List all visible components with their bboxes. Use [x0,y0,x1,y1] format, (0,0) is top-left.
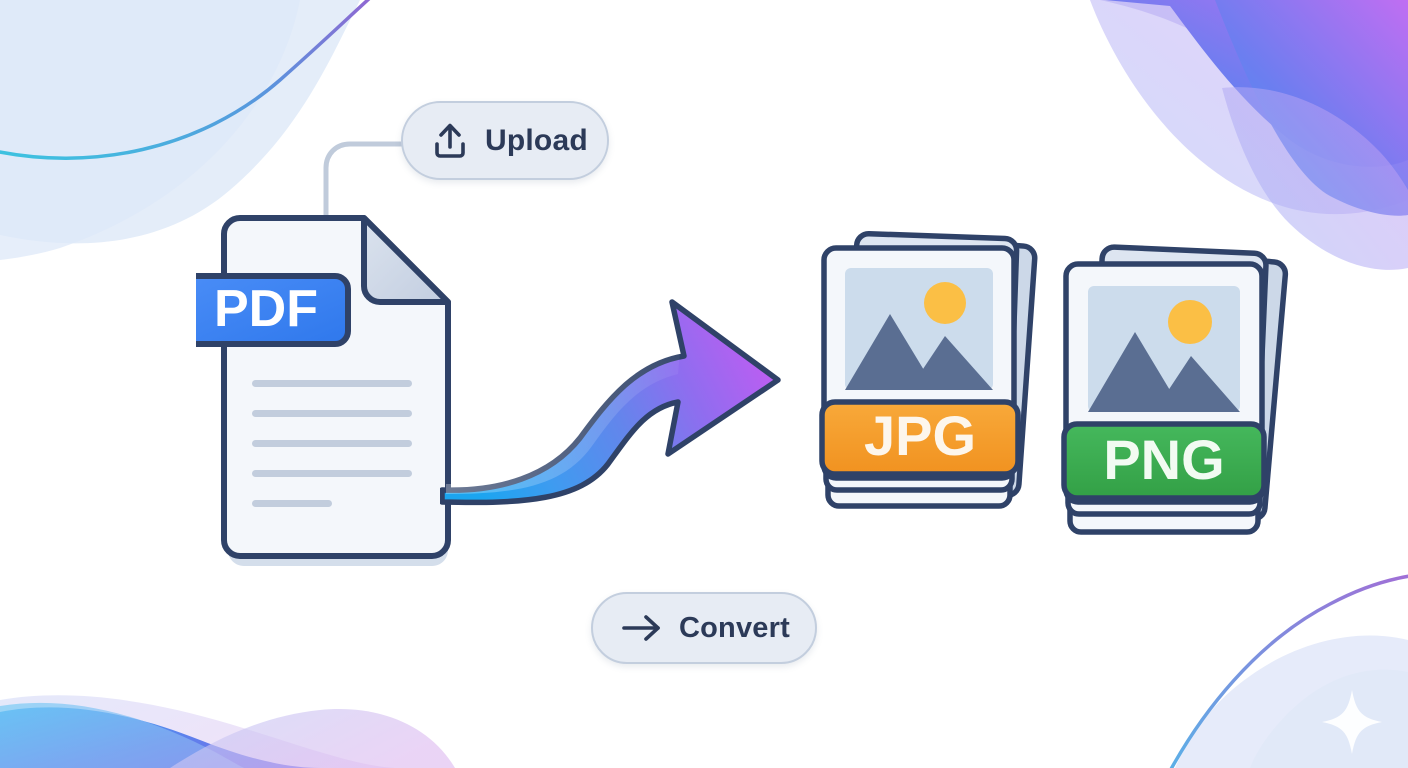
sun-icon [1168,300,1212,344]
upload-button-label: Upload [485,123,588,157]
jpg-image-stack-icon: JPG [819,230,1038,509]
pdf-badge: PDF [196,273,351,347]
decor-blob-top-right-back [1090,0,1408,215]
pdf-text-lines [252,380,412,507]
decor-blob-bottom-right [1175,635,1408,768]
png-badge-label: PNG [1103,428,1224,491]
arrow-highlight [446,352,680,494]
png-image-stack-icon: PNG [1061,244,1289,535]
rounded-corner-connector-icon [323,141,407,223]
decor-blob-top-right [1105,0,1408,167]
decor-blob-bottom-left-2 [0,702,244,768]
decor-curve-bottom-right [1169,574,1408,768]
sparkle-icon [1322,690,1382,754]
decor-blob-bottom-left-pale [0,695,400,768]
arrow-right-icon [622,615,660,641]
upload-button[interactable]: Upload [401,101,609,180]
decor-blob-top-left [0,0,360,244]
png-badge: PNG [1061,421,1267,501]
decor-blob-bottom-left-3 [170,709,455,768]
mountain-small-icon [909,336,993,390]
sun-icon [924,282,966,324]
decor-blob-bottom-left [0,707,320,768]
upload-icon [435,123,465,158]
mountain-large-icon [1088,332,1183,412]
jpg-thumbnail [845,268,993,390]
pdf-folded-corner [361,215,451,305]
jpg-badge: JPG [819,399,1021,477]
decor-blob-bottom-right-2 [1250,669,1408,768]
png-thumbnail [1088,286,1240,412]
convert-button[interactable]: Convert [591,592,817,664]
pdf-document-icon: PDF [196,215,451,566]
curved-arrow-right-icon [440,299,781,506]
pdf-badge-label: PDF [214,280,318,338]
mountain-small-icon [1154,356,1240,412]
mountain-large-icon [845,314,936,390]
decor-blob-top-right-3 [1222,87,1408,270]
decor-blob-top-right-2 [1215,0,1408,216]
convert-button-label: Convert [679,611,790,644]
decor-blob-top-right-pale [1100,0,1408,120]
jpg-badge-label: JPG [864,404,976,467]
